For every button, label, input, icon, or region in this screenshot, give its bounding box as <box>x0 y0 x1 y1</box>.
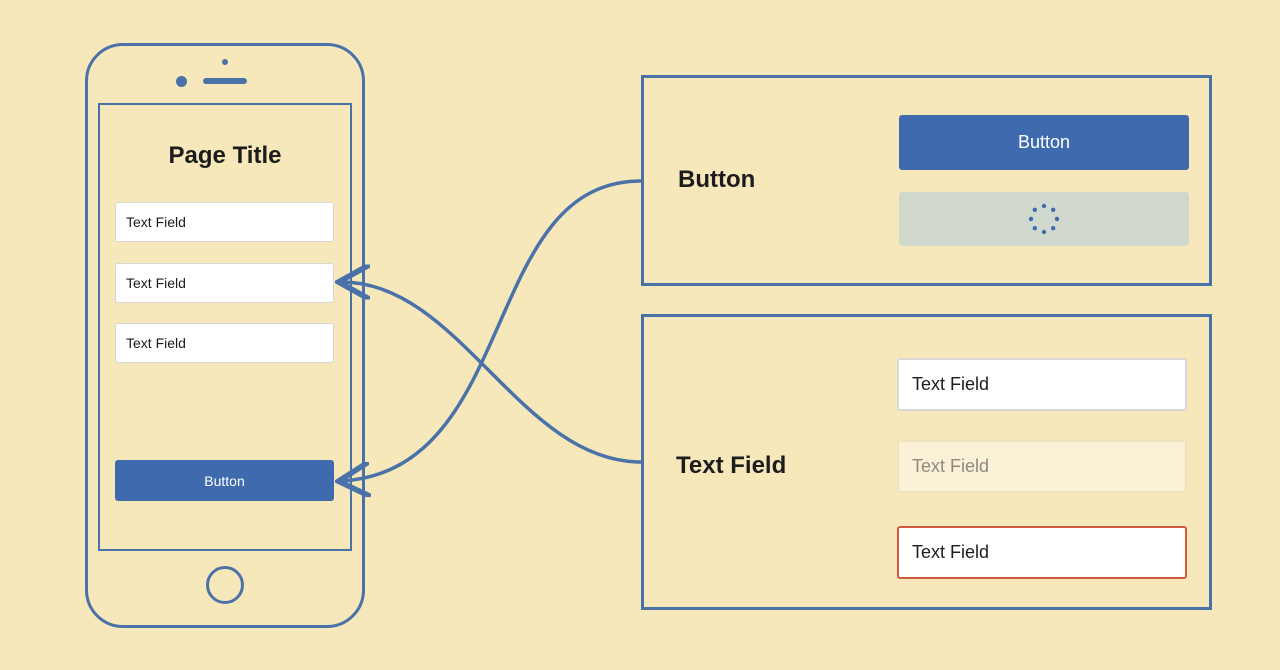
text-field-normal-state[interactable]: Text Field <box>897 358 1187 411</box>
phone-text-field-3[interactable]: Text Field <box>115 323 334 363</box>
button-loading-state[interactable] <box>899 192 1189 246</box>
spinner-icon <box>1028 203 1060 235</box>
home-button[interactable] <box>206 566 244 604</box>
phone-text-field-2[interactable]: Text Field <box>115 263 334 303</box>
phone-speaker-icon <box>203 78 247 84</box>
text-field-panel <box>641 314 1212 610</box>
arrow-textfield-to-phone-field <box>342 282 642 464</box>
page-title: Page Title <box>168 142 282 169</box>
phone-screen <box>98 103 352 551</box>
phone-camera-icon <box>222 59 228 65</box>
button-panel <box>641 75 1212 286</box>
phone-sensor-icon <box>176 76 187 87</box>
text-field-disabled-state: Text Field <box>897 440 1187 493</box>
text-field-panel-label: Text Field <box>676 452 787 479</box>
button-default-state[interactable]: Button <box>899 115 1189 170</box>
arrow-button-to-phone-button <box>342 179 642 481</box>
phone-text-field-1[interactable]: Text Field <box>115 202 334 242</box>
button-panel-label: Button <box>678 166 756 193</box>
text-field-error-state[interactable]: Text Field <box>897 526 1187 579</box>
phone-button[interactable]: Button <box>115 460 334 501</box>
phone-frame <box>85 43 365 628</box>
